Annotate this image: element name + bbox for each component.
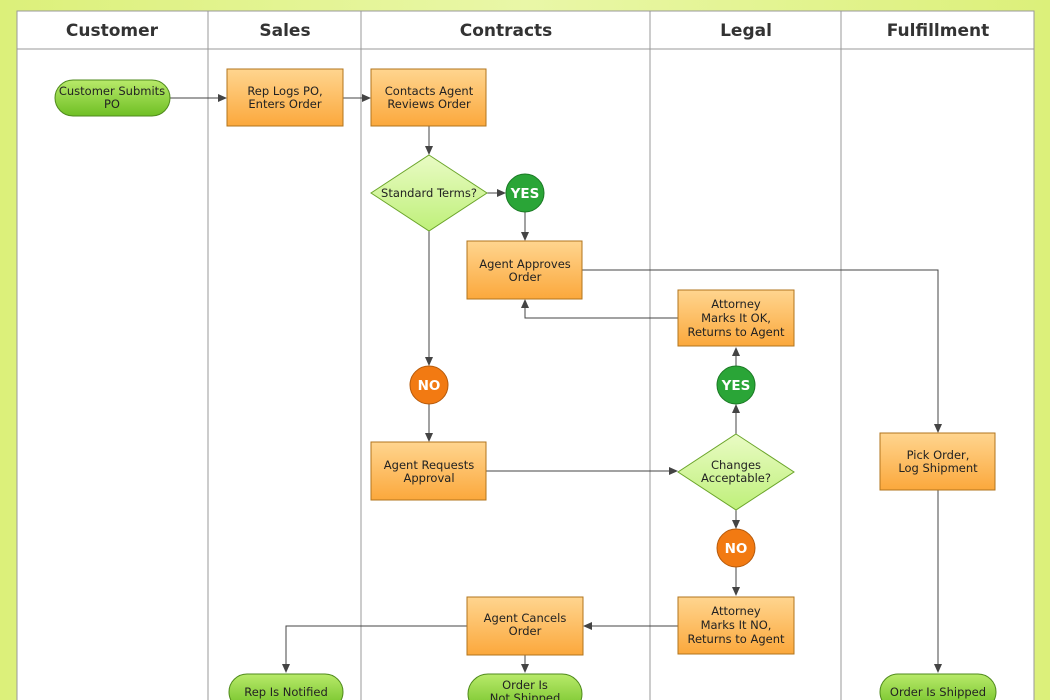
svg-text:Enters Order: Enters Order: [248, 97, 321, 111]
svg-text:PO: PO: [104, 97, 120, 111]
process-contacts-agent[interactable]: Contacts Agent Reviews Order: [370, 68, 487, 127]
no-badge: NO: [716, 528, 756, 568]
svg-text:Order: Order: [509, 270, 542, 284]
terminal-rep-notified[interactable]: Rep Is Notified: [228, 673, 344, 700]
svg-text:Agent Requests: Agent Requests: [384, 458, 474, 472]
svg-text:Attorney: Attorney: [711, 604, 761, 618]
svg-text:Acceptable?: Acceptable?: [701, 471, 771, 485]
svg-text:Changes: Changes: [711, 458, 761, 472]
no-badge: NO: [409, 365, 449, 405]
svg-text:YES: YES: [510, 186, 540, 202]
svg-text:Standard Terms?: Standard Terms?: [381, 186, 477, 200]
process-agent-cancels[interactable]: Agent Cancels Order: [466, 596, 584, 656]
svg-text:Agent Approves: Agent Approves: [479, 257, 571, 271]
svg-text:Order Is Shipped: Order Is Shipped: [890, 685, 986, 699]
connector: [582, 269, 942, 433]
lane-header-customer: Customer: [66, 21, 159, 41]
process-pick-order[interactable]: Pick Order, Log Shipment: [879, 432, 996, 491]
svg-text:Returns to Agent: Returns to Agent: [687, 325, 785, 339]
lane-header-sales: Sales: [259, 21, 310, 41]
terminal-customer-submits-po[interactable]: Customer Submits PO: [54, 79, 171, 117]
process-attorney-no[interactable]: Attorney Marks It NO, Returns to Agent: [677, 596, 795, 655]
decision-standard-terms[interactable]: Standard Terms?: [370, 154, 488, 232]
svg-text:Order: Order: [509, 624, 542, 638]
svg-text:Pick Order,: Pick Order,: [907, 448, 970, 462]
svg-text:Not Shipped: Not Shipped: [490, 691, 561, 700]
svg-text:Contacts Agent: Contacts Agent: [385, 84, 474, 98]
yes-badge: YES: [716, 365, 756, 405]
process-attorney-ok[interactable]: Attorney Marks It OK, Returns to Agent: [677, 289, 795, 347]
connector: [282, 625, 467, 673]
lane-header-legal: Legal: [720, 21, 772, 41]
svg-text:NO: NO: [418, 378, 441, 394]
svg-text:Marks It NO,: Marks It NO,: [701, 618, 772, 632]
lane-header-fulfillment: Fulfillment: [887, 21, 989, 41]
terminal-order-shipped[interactable]: Order Is Shipped: [879, 673, 997, 700]
process-agent-requests[interactable]: Agent Requests Approval: [370, 441, 487, 501]
svg-text:Agent Cancels: Agent Cancels: [484, 611, 567, 625]
yes-badge: YES: [505, 173, 545, 213]
svg-text:Attorney: Attorney: [711, 297, 761, 311]
svg-text:Order Is: Order Is: [502, 678, 548, 692]
svg-text:Marks It OK,: Marks It OK,: [701, 311, 771, 325]
decision-changes-acceptable[interactable]: Changes Acceptable?: [677, 433, 795, 511]
svg-text:Customer Submits: Customer Submits: [59, 84, 165, 98]
terminal-order-not-shipped[interactable]: Order Is Not Shipped: [467, 673, 583, 700]
svg-text:Reviews Order: Reviews Order: [387, 97, 471, 111]
svg-text:Approval: Approval: [403, 471, 454, 485]
svg-text:Log Shipment: Log Shipment: [898, 461, 978, 475]
svg-text:Rep Logs PO,: Rep Logs PO,: [247, 84, 322, 98]
pool-frame: [16, 10, 1035, 700]
svg-text:Returns to Agent: Returns to Agent: [687, 632, 785, 646]
process-rep-logs-po[interactable]: Rep Logs PO, Enters Order: [226, 68, 344, 127]
process-agent-approves[interactable]: Agent Approves Order: [466, 240, 583, 300]
connector: [521, 299, 678, 319]
svg-text:Rep Is Notified: Rep Is Notified: [244, 685, 328, 699]
svg-text:YES: YES: [721, 378, 751, 394]
lane-header-contracts: Contracts: [460, 21, 553, 41]
connectors: [170, 94, 942, 673]
svg-text:NO: NO: [725, 541, 748, 557]
